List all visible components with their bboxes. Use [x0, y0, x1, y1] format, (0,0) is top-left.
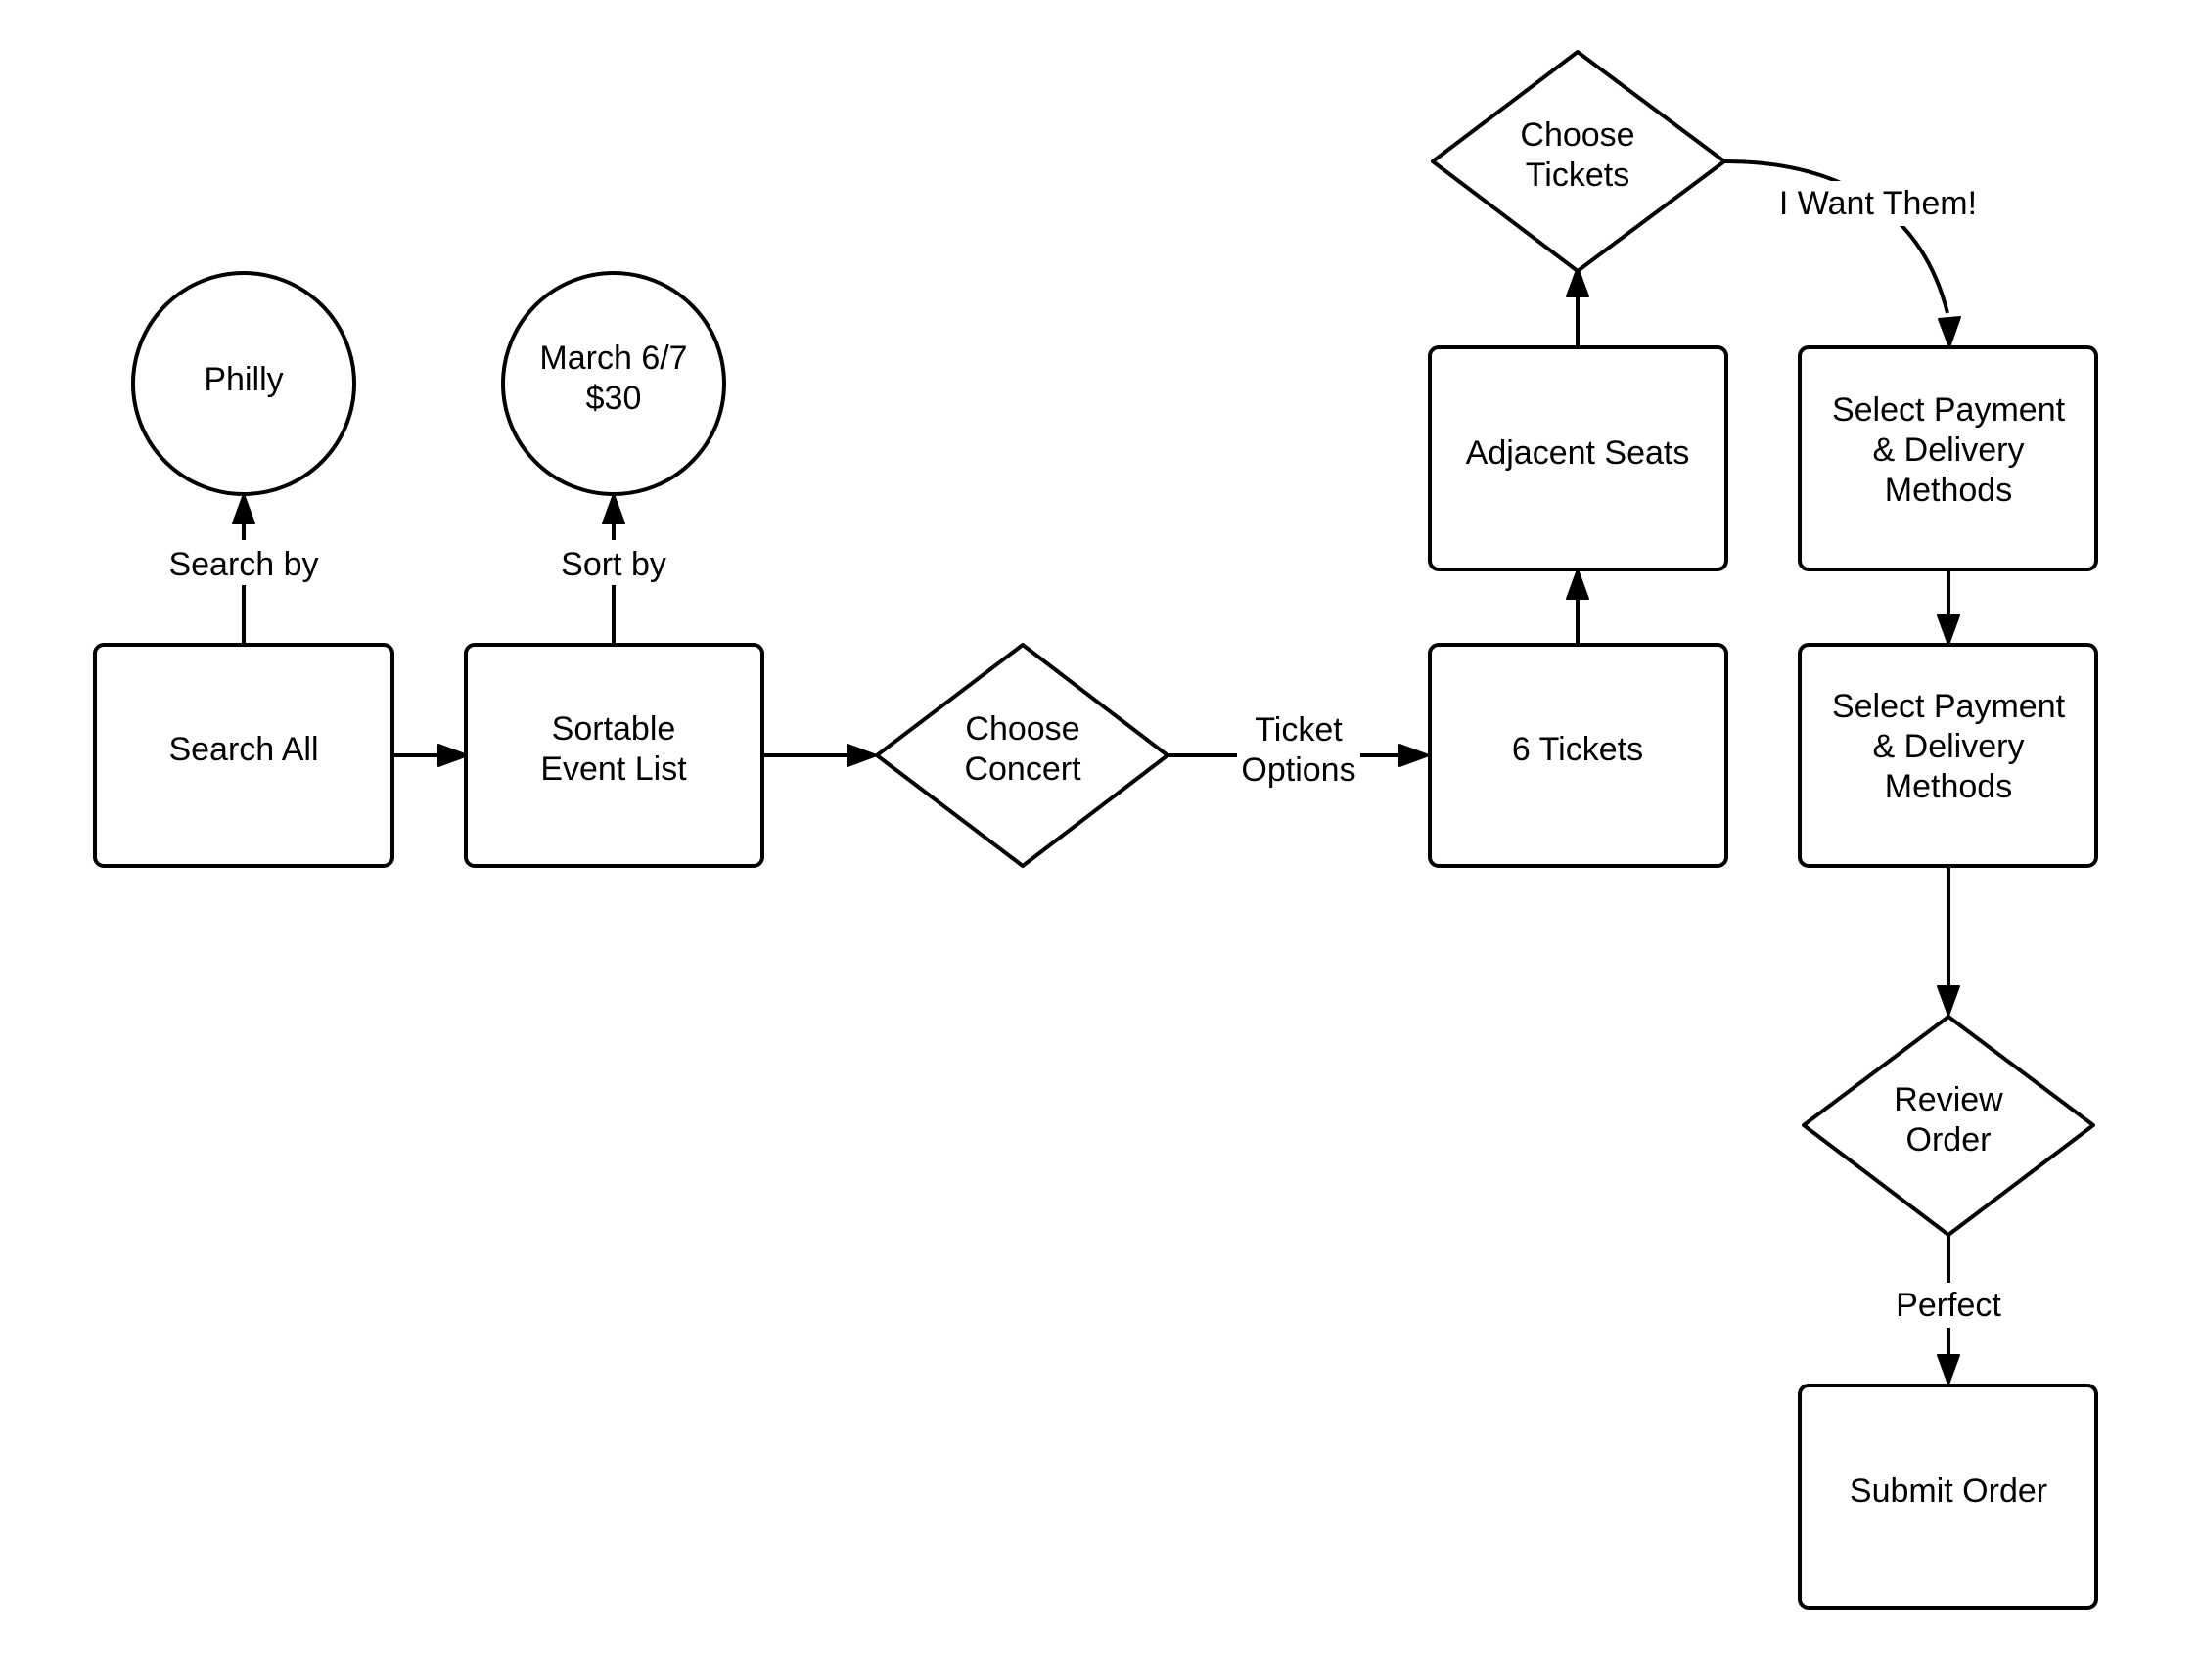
node-sort-circle-line1: March 6/7	[539, 340, 687, 377]
node-sortable-event-list[interactable]: Sortable Event List	[464, 643, 764, 868]
node-select-payment-1-line2: & Delivery	[1873, 431, 2025, 469]
node-select-payment-1[interactable]: Select Payment & Delivery Methods	[1798, 345, 2098, 571]
node-review-order-line2: Order	[1906, 1121, 1992, 1158]
node-select-payment-2-line3: Methods	[1885, 768, 2012, 805]
node-philly-label: Philly	[204, 361, 283, 398]
node-sort-circle-line2: $30	[586, 380, 642, 417]
node-adjacent-seats[interactable]: Adjacent Seats	[1428, 345, 1728, 571]
node-choose-concert-line1: Choose	[965, 710, 1079, 748]
node-sortable-line2: Event List	[540, 750, 687, 788]
edge-adjacent-to-choose-tickets	[1566, 266, 1589, 347]
node-six-tickets[interactable]: 6 Tickets	[1428, 643, 1728, 868]
node-select-payment-2[interactable]: Select Payment & Delivery Methods	[1798, 643, 2098, 868]
edge-sortable-to-choose-concert	[762, 744, 878, 767]
node-choose-tickets-line2: Tickets	[1526, 157, 1629, 194]
edge-search-by-label: Search by	[161, 540, 326, 585]
edge-payment1-to-payment2	[1937, 569, 1960, 646]
edge-i-want-them-label: I Want Them!	[1769, 181, 1987, 226]
edge-label-i-want-them: I Want Them!	[1779, 185, 1977, 222]
node-six-tickets-label: 6 Tickets	[1512, 731, 1643, 768]
edge-payment2-to-review	[1937, 866, 1960, 1017]
edge-perfect-label: Perfect	[1889, 1283, 2008, 1328]
node-select-payment-2-line1: Select Payment	[1832, 688, 2066, 725]
edge-label-search-by: Search by	[168, 546, 318, 583]
edge-ticket-options-label: Ticket Options	[1237, 710, 1360, 796]
node-sortable-line1: Sortable	[552, 710, 676, 748]
node-sort-circle[interactable]: March 6/7 $30	[501, 271, 726, 496]
node-philly[interactable]: Philly	[131, 271, 356, 496]
node-select-payment-1-line3: Methods	[1885, 472, 2012, 509]
node-search-all[interactable]: Search All	[93, 643, 394, 868]
node-choose-concert-line2: Concert	[964, 750, 1081, 788]
edge-label-perfect: Perfect	[1896, 1287, 2001, 1324]
edge-label-sort-by: Sort by	[561, 546, 666, 583]
node-review-order-line1: Review	[1894, 1081, 2003, 1118]
edge-label-ticket: Ticket	[1255, 711, 1343, 749]
edge-label-options: Options	[1241, 751, 1355, 789]
node-submit-order-label: Submit Order	[1850, 1473, 2047, 1510]
node-choose-tickets-line1: Choose	[1520, 116, 1634, 154]
node-review-order[interactable]: Review Order	[1802, 1015, 2095, 1237]
node-choose-tickets[interactable]: Choose Tickets	[1431, 50, 1726, 273]
edge-sort-by-label: Sort by	[553, 540, 674, 585]
node-choose-concert[interactable]: Choose Concert	[875, 643, 1169, 868]
node-submit-order[interactable]: Submit Order	[1798, 1384, 2098, 1610]
node-adjacent-seats-label: Adjacent Seats	[1466, 434, 1690, 472]
node-select-payment-2-line2: & Delivery	[1873, 728, 2025, 765]
edge-six-tickets-to-adjacent	[1566, 568, 1589, 645]
node-search-all-label: Search All	[168, 731, 318, 768]
node-select-payment-1-line1: Select Payment	[1832, 391, 2066, 429]
edge-search-all-to-sortable	[392, 744, 469, 767]
